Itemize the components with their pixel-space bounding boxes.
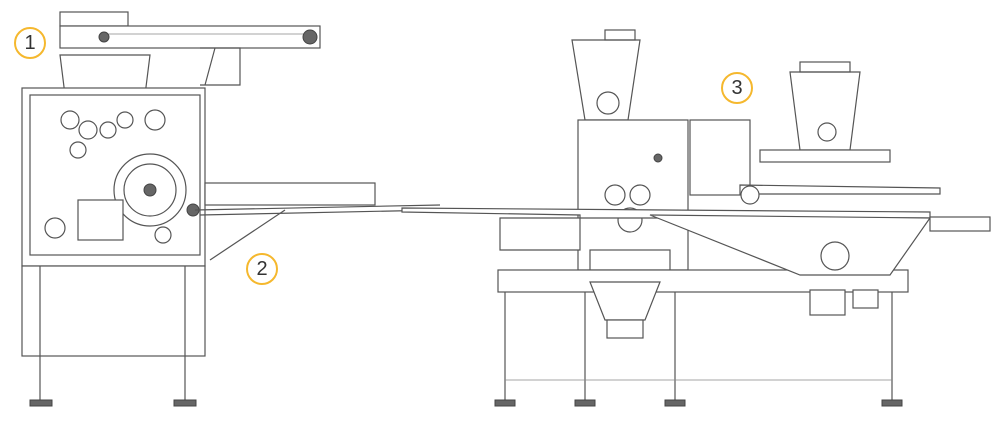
machine-3 xyxy=(649,61,991,316)
callout-label: 1 xyxy=(24,31,36,54)
machine-1 xyxy=(21,11,441,407)
callout-label: 2 xyxy=(256,257,268,280)
callout-label: 3 xyxy=(731,76,743,99)
callout-2: 2 xyxy=(246,253,278,285)
callout-3: 3 xyxy=(721,72,753,104)
callout-1: 1 xyxy=(14,27,46,59)
machine-2 xyxy=(401,29,931,407)
